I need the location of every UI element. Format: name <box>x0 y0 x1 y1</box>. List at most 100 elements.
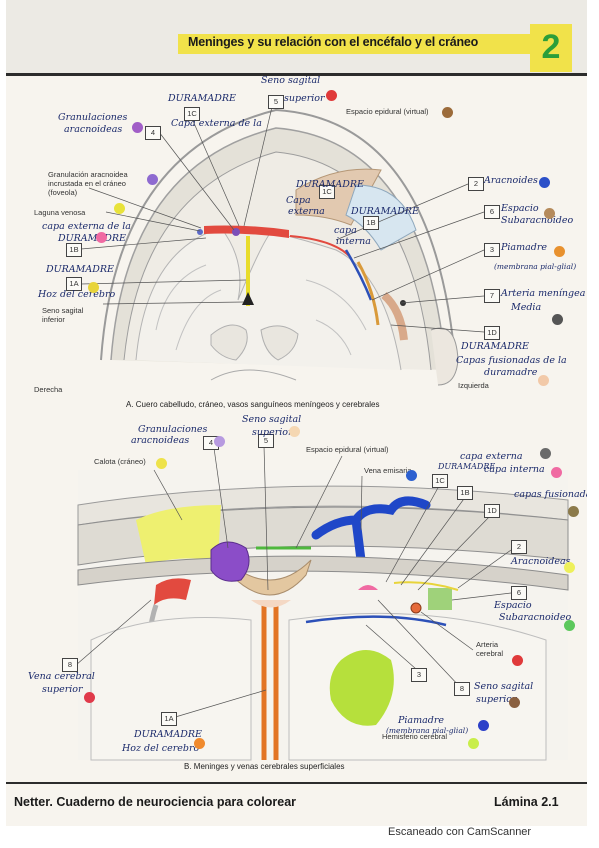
hw-capa-interna-b: capa interna <box>484 464 545 475</box>
label-number-8-b-right: 8 <box>454 682 470 696</box>
label-cerebral-artery-2: cerebral <box>476 649 504 658</box>
hw-capa-externa-left: capa externa de la <box>42 221 131 232</box>
fused-dura-area <box>381 292 408 341</box>
brainstem-outline <box>210 369 297 381</box>
label-number-2-a: 2 <box>468 177 484 191</box>
hw-superior: superior <box>284 93 325 104</box>
swatch-blue-b <box>406 470 417 481</box>
header-rule <box>6 73 587 76</box>
swatch-yellow-a2 <box>88 282 99 293</box>
scalp-outline <box>100 108 457 371</box>
arachnoid-line-a <box>344 249 373 301</box>
ventricle-left <box>210 324 248 361</box>
label-granulation-skull-3: (foveola) <box>48 188 78 197</box>
arachnoid-yellow-b <box>393 581 459 591</box>
figure-a-leaders <box>80 106 485 333</box>
hw-aracnoideas-right: Aracnoideas <box>511 556 571 567</box>
dura-pink-b <box>358 585 378 590</box>
hw-superior-right-b: superior <box>476 694 517 705</box>
hw-espacio: Espacio <box>501 203 539 214</box>
hw-seno-sagital-superior-b: Seno sagital <box>474 681 534 692</box>
chapter-box <box>530 24 572 72</box>
hw-capa-externa-1: Capa externa de la <box>171 118 262 129</box>
dura-periosteal-area <box>295 168 382 226</box>
hw-duramadre-left: DURAMADRE <box>58 233 126 244</box>
hw-granulaciones-b: Granulaciones <box>138 424 208 435</box>
label-number-3-b: 3 <box>411 668 427 682</box>
label-number-1c-a: 1C <box>184 107 200 121</box>
label-number-2-b: 2 <box>511 540 527 554</box>
brain-surface <box>135 227 402 371</box>
swatch-chartreuse-b <box>468 738 479 749</box>
swatch-pink-a <box>96 232 107 243</box>
page-title: Meninges y su relación con el encéfalo y… <box>188 35 479 49</box>
footer-rule <box>6 782 587 784</box>
swatch-crimson-b <box>84 692 95 703</box>
hw-vena-cerebral: Vena cerebral <box>28 671 95 682</box>
label-number-7-a: 7 <box>484 289 500 303</box>
superior-cerebral-vein-b <box>154 578 191 605</box>
swatch-tan-a <box>544 208 555 219</box>
swatch-blue-a <box>539 177 550 188</box>
hw-capa-interna: capa <box>334 225 357 236</box>
hw-seno-sagital-b: Seno sagital <box>242 414 302 425</box>
label-number-1b-left: 1B <box>66 243 82 257</box>
hw-aracnoides: Aracnoides <box>484 175 538 186</box>
ventricle-right <box>260 325 299 361</box>
label-number-1c-b2: 1C <box>432 474 448 488</box>
label-number-1d-a: 1D <box>484 326 500 340</box>
label-number-1b-b: 1B <box>457 486 473 500</box>
swatch-peach-a <box>538 375 549 386</box>
dura-meningeal-area <box>345 184 417 251</box>
hw-subaracnoideo: Subaracnoideo <box>501 215 574 226</box>
swatch-grey-b <box>540 448 551 459</box>
hw-duramadre-3: DURAMADRE <box>351 206 419 217</box>
hw-aracnoideas-b: aracnoideas <box>131 435 190 446</box>
hw-duramadre-b: DURAMADRE <box>438 462 496 471</box>
calvaria-highlight <box>136 505 221 565</box>
superior-sagittal-sinus-b <box>224 558 312 596</box>
label-number-3-a: 3 <box>484 243 500 257</box>
dura-red-layer <box>204 225 289 238</box>
label-number-1c-b: 1C <box>319 185 335 199</box>
hw-duramadre-2: DURAMADRE <box>296 179 364 190</box>
hw-media: Media <box>511 302 542 313</box>
hw-granulaciones: Granulaciones <box>58 112 128 123</box>
hw-duramadre-1a-b: DURAMADRE <box>134 729 202 740</box>
swatch-orange-a <box>554 246 565 257</box>
swatch-brown-a <box>442 107 453 118</box>
arachnoid-granulation-b <box>210 541 250 582</box>
label-granulation-skull-2: incrustada en el cráneo <box>48 179 126 188</box>
label-inferior-sagittal-sinus: Seno sagital <box>42 306 84 315</box>
cerebral-artery-b <box>410 602 422 614</box>
caption-figure-b: B. Meninges y venas cerebrales superfici… <box>184 762 345 771</box>
label-number-4-a: 4 <box>145 126 161 140</box>
falx-top-b <box>251 600 291 608</box>
cerebral-hemisphere-green <box>329 650 394 726</box>
emissary-vein <box>311 496 431 565</box>
swatch-lilac-b <box>214 436 225 447</box>
worksheet-page: Meninges y su relación con el encéfalo y… <box>6 0 587 826</box>
hw-aracnoideas: aracnoideas <box>64 124 123 135</box>
hw-superior-b: superior <box>252 427 293 438</box>
label-number-6-a: 6 <box>484 205 500 219</box>
label-number-1a-b: 1A <box>161 712 177 726</box>
chapter-number: 2 <box>541 28 561 66</box>
swatch-red-a <box>326 90 337 101</box>
swatch-purple-a <box>132 122 143 133</box>
hw-seno-sagital: Seno sagital <box>261 75 321 86</box>
label-number-8-b-left: 8 <box>62 658 78 672</box>
swatch-brown-b <box>509 697 520 708</box>
hw-membrana-pial-glial: (membrana pial-glial) <box>494 262 577 271</box>
swatch-yellow-a <box>114 203 125 214</box>
hw-capa-externa-b: capa externa <box>460 451 523 462</box>
hw-duramadre-1d: DURAMADRE <box>461 341 529 352</box>
label-number-5-a: 5 <box>268 95 284 109</box>
label-number-6-b: 6 <box>511 586 527 600</box>
swatch-grey-a <box>552 314 563 325</box>
label-cerebral-artery: Arteria <box>476 640 499 649</box>
swatch-orange-b <box>194 738 205 749</box>
label-emissary-vein: Vena emisaria <box>364 466 412 475</box>
label-right-side: Derecha <box>34 385 63 394</box>
label-epidural-space-a: Espacio epidural (virtual) <box>346 107 429 116</box>
